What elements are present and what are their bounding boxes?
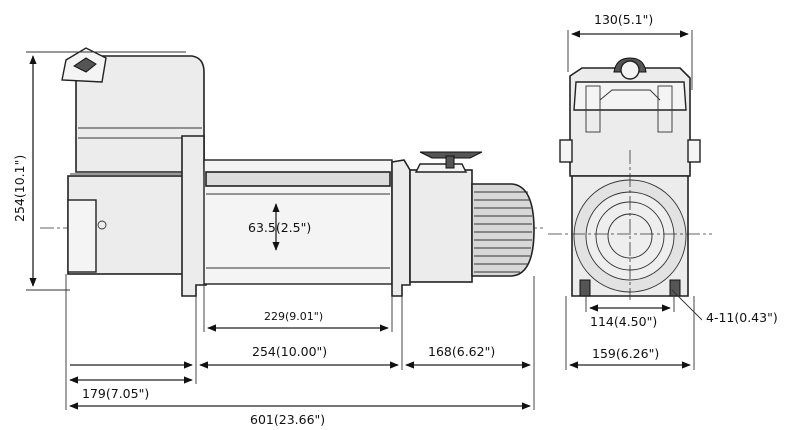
drum-length-label: 229(9.01") [264,310,323,323]
height-label: 254(10.1") [12,155,27,222]
end-view: 130(5.1") [548,12,712,300]
gearbox-length-dimension: 179(7.05") [69,370,197,401]
mount-span-dimension: 254(10.00") 168(6.62") [65,274,535,410]
bolt-holes-label: 4-11(0.43") [706,310,778,325]
motor-length-label: 168(6.62") [428,344,495,359]
height-dimension: 254(10.1") [12,51,186,291]
drum-length-dimension: 229(9.01") [203,284,393,332]
gearbox-housing [61,47,205,275]
mount-span-label: 254(10.00") [252,344,327,359]
gearbox-length-label: 179(7.05") [82,386,149,401]
outer-mount-width-label: 159(6.26") [592,346,659,361]
side-view: 63.5(2.5") [40,47,545,297]
drum-diameter-label: 63.5(2.5") [248,220,311,235]
inner-mount-width-label: 114(4.50") [590,314,657,329]
motor-ribs [474,191,532,273]
cable-drum [203,159,393,285]
overall-length-label: 601(23.66") [250,412,325,427]
overall-length-dimension: 601(23.66") [69,402,531,427]
top-width-label: 130(5.1") [594,12,653,27]
motor [409,151,535,283]
end-view-width-dimensions: 114(4.50") 159(6.26") 4-11(0.43") [565,289,778,370]
